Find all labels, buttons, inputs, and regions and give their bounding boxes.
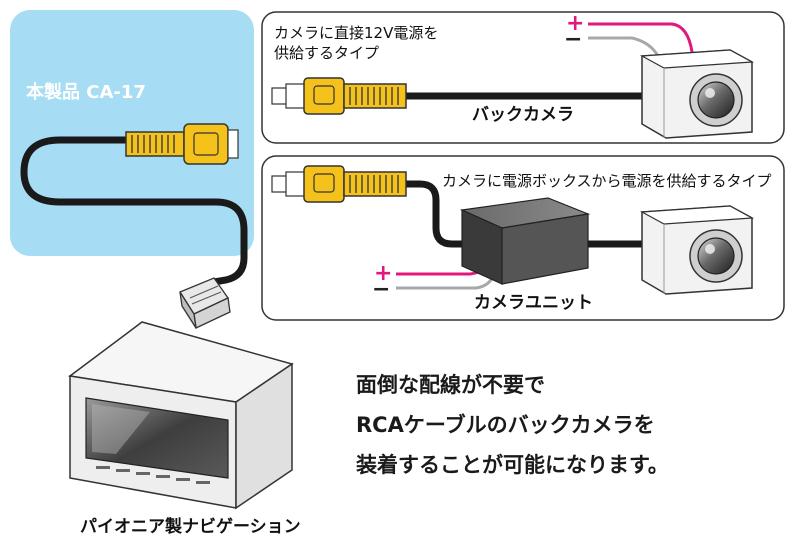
headline-line1: 面倒な配線が不要で [356,373,545,397]
case-b-camera-icon [639,205,755,295]
camera-unit-box-icon [459,197,591,285]
product-label: 本製品 CA-17 [26,81,146,103]
case-b-minus-sign: − [372,277,390,302]
case-a-description-line1: カメラに直接12V電源を [274,24,438,42]
navigation-label: パイオニア製ナビゲーション [80,516,301,537]
product-cable [20,136,248,286]
case-a-description-line2: 供給するタイプ [274,44,379,62]
case-b-description: カメラに電源ボックスから電源を供給するタイプ [442,172,772,190]
camera-unit-label: カメラユニット [474,293,593,313]
back-camera-label: バックカメラ [472,105,574,125]
navigation-unit-icon [68,321,294,510]
case-a-minus-sign: − [564,27,582,52]
case-a-back-camera-icon [639,49,755,139]
case-b-plus-sign: + [374,261,392,286]
headline-line3: 装着することが可能になります。 [356,453,669,477]
case-a-plus-sign: + [566,11,584,36]
case-b-rca-plug [271,165,407,203]
headline-line2: RCAケーブルのバックカメラを [356,413,655,437]
case-b-video-cable-in [404,180,468,248]
case-a-minus-wire [588,36,660,57]
case-a-rca-plug [271,77,407,115]
product-connector-plug [179,277,231,329]
case-a-plus-wire [588,22,694,53]
product-rca-jack [125,123,239,165]
